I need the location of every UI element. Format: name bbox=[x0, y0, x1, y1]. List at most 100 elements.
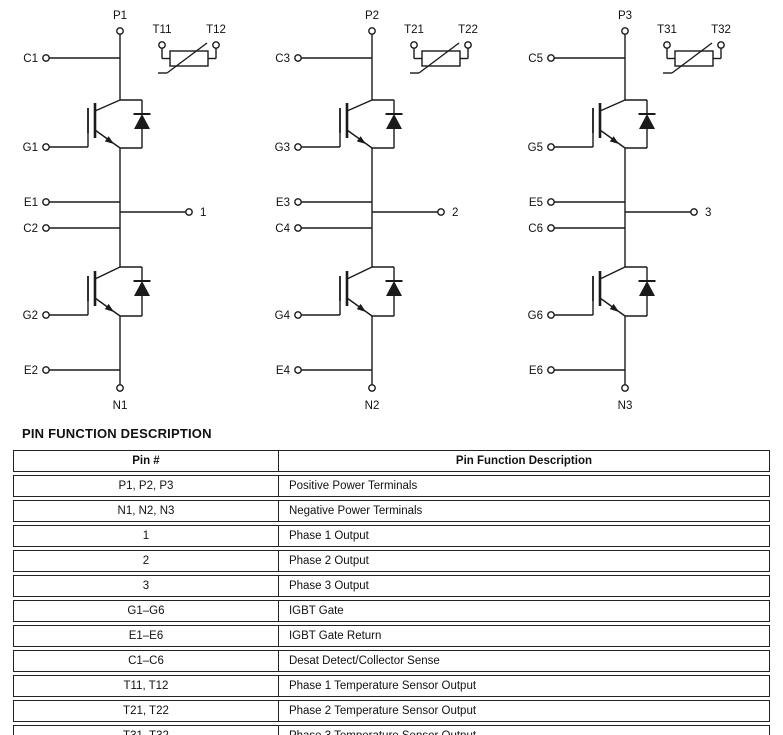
phase-3-leg: P3 C5 bbox=[528, 10, 731, 412]
collector-sense-bottom: C4 bbox=[275, 223, 302, 235]
pin-cell: N1, N2, N3 bbox=[13, 500, 278, 522]
terminal-node bbox=[294, 224, 302, 232]
c-bot-label: C2 bbox=[23, 223, 38, 235]
negative-terminal: N1 bbox=[113, 384, 127, 412]
desc-cell: Phase 2 Output bbox=[277, 550, 770, 572]
emitter-arrow bbox=[104, 136, 114, 144]
c-top-label: C1 bbox=[23, 53, 38, 65]
emitter-arrow bbox=[609, 303, 619, 312]
three-phase-schematic: P1 C1 bbox=[23, 10, 731, 412]
diode-triangle bbox=[134, 281, 150, 296]
e-bot-label: E2 bbox=[24, 365, 38, 377]
desc-cell: Phase 2 Temperature Sensor Output bbox=[277, 700, 770, 722]
negative-terminal: N3 bbox=[618, 384, 633, 412]
desc-cell: Negative Power Terminals bbox=[277, 500, 770, 522]
g-bot-label: G2 bbox=[23, 310, 38, 322]
collector-sense-bottom: C2 bbox=[23, 223, 50, 235]
emitter-terminal-bottom: E6 bbox=[529, 365, 555, 377]
freewheel-diode-bottom bbox=[372, 266, 403, 317]
diode-triangle bbox=[639, 281, 655, 296]
emitter-terminal-bottom: E2 bbox=[24, 365, 50, 377]
phase-1-leg: P1 C1 bbox=[23, 10, 226, 412]
terminal-node bbox=[158, 41, 166, 49]
terminal-node bbox=[42, 143, 50, 151]
collector-sense-top: C1 bbox=[23, 53, 50, 65]
positive-terminal: P1 bbox=[113, 10, 127, 35]
table-row: N1, N2, N3 Negative Power Terminals bbox=[13, 500, 770, 522]
collector-sense-top: C5 bbox=[528, 53, 555, 65]
freewheel-diode-top bbox=[372, 99, 403, 149]
terminal-node bbox=[690, 208, 698, 216]
terminal-node bbox=[116, 27, 124, 35]
pin-cell: T31, T32 bbox=[13, 725, 278, 735]
gate-terminal-top: G5 bbox=[528, 142, 555, 154]
terminal-node bbox=[42, 366, 50, 374]
emitter-terminal-top: E1 bbox=[24, 197, 50, 209]
pin-cell: 3 bbox=[13, 575, 278, 597]
terminal-node bbox=[410, 41, 418, 49]
table-row: T21, T22 Phase 2 Temperature Sensor Outp… bbox=[13, 700, 770, 722]
pin-cell: T21, T22 bbox=[13, 700, 278, 722]
table-row: T11, T12 Phase 1 Temperature Sensor Outp… bbox=[13, 675, 770, 697]
pin-cell: C1–C6 bbox=[13, 650, 278, 672]
desc-cell: Positive Power Terminals bbox=[277, 475, 770, 497]
output-label: 1 bbox=[200, 207, 206, 219]
terminal-node bbox=[294, 198, 302, 206]
output-label: 2 bbox=[452, 207, 458, 219]
terminal-node bbox=[547, 143, 555, 151]
e-bot-label: E6 bbox=[529, 365, 543, 377]
terminal-node bbox=[294, 311, 302, 319]
table-row: 1 Phase 1 Output bbox=[13, 525, 770, 547]
desc-cell: IGBT Gate Return bbox=[277, 625, 770, 647]
emitter-terminal-top: E5 bbox=[529, 197, 555, 209]
g-top-label: G3 bbox=[275, 142, 290, 154]
terminal-node bbox=[294, 143, 302, 151]
pin-function-table: Pin # Pin Function Description P1, P2, P… bbox=[13, 447, 770, 735]
emitter-arrow bbox=[356, 303, 366, 312]
g-top-label: G1 bbox=[23, 142, 38, 154]
desc-cell: Phase 1 Output bbox=[277, 525, 770, 547]
desc-cell: IGBT Gate bbox=[277, 600, 770, 622]
freewheel-diode-bottom bbox=[120, 266, 151, 317]
diode-triangle bbox=[639, 114, 655, 129]
thermistor-body bbox=[169, 50, 209, 67]
igbt-top bbox=[301, 99, 373, 149]
terminal-node bbox=[663, 41, 671, 49]
gate-terminal-bottom: G6 bbox=[528, 310, 555, 322]
c-top-label: C3 bbox=[275, 53, 290, 65]
n-terminal-label: N2 bbox=[365, 400, 380, 412]
pin-cell: P1, P2, P3 bbox=[13, 475, 278, 497]
emitter-arrow bbox=[609, 136, 619, 144]
emitter-arrow bbox=[104, 303, 114, 312]
temperature-sensor: T31 T32 bbox=[657, 24, 731, 74]
terminal-node bbox=[547, 198, 555, 206]
table-row: P1, P2, P3 Positive Power Terminals bbox=[13, 475, 770, 497]
p-terminal-label: P3 bbox=[618, 10, 632, 22]
terminal-node bbox=[368, 27, 376, 35]
e-top-label: E3 bbox=[276, 197, 290, 209]
table-row: T31, T32 Phase 3 Temperature Sensor Outp… bbox=[13, 725, 770, 735]
temperature-sensor: T21 T22 bbox=[404, 24, 478, 74]
phase-output: 1 bbox=[185, 207, 206, 219]
terminal-node bbox=[437, 208, 445, 216]
terminal-node bbox=[547, 224, 555, 232]
t2-label: T32 bbox=[711, 24, 731, 36]
diode-triangle bbox=[134, 114, 150, 129]
terminal-node bbox=[547, 54, 555, 62]
g-bot-label: G6 bbox=[528, 310, 543, 322]
terminal-node bbox=[368, 384, 376, 392]
table-row: E1–E6 IGBT Gate Return bbox=[13, 625, 770, 647]
igbt-top bbox=[49, 99, 121, 149]
emitter-terminal-bottom: E4 bbox=[276, 365, 302, 377]
wires bbox=[49, 34, 186, 385]
table-row: G1–G6 IGBT Gate bbox=[13, 600, 770, 622]
c-bot-label: C6 bbox=[528, 223, 543, 235]
t1-label: T21 bbox=[404, 24, 424, 36]
n-terminal-label: N3 bbox=[618, 400, 633, 412]
negative-terminal: N2 bbox=[365, 384, 380, 412]
terminal-node bbox=[42, 224, 50, 232]
freewheel-diode-top bbox=[120, 99, 151, 149]
p-terminal-label: P1 bbox=[113, 10, 127, 22]
terminal-node bbox=[212, 41, 220, 49]
